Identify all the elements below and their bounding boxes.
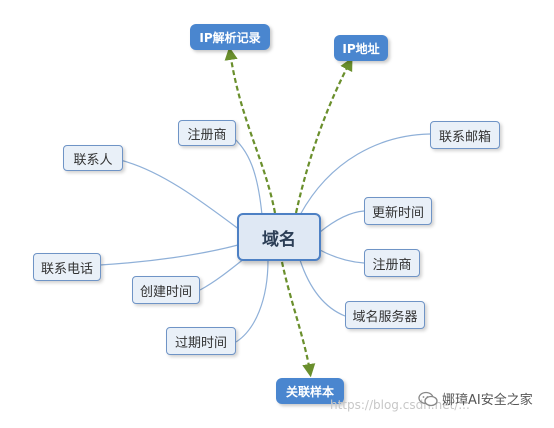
node-expire-time[interactable]: 过期时间: [166, 327, 236, 355]
edge-created-time: [199, 257, 246, 291]
watermark-brand-text: 娜璋AI安全之家: [442, 393, 533, 408]
node-label: 联系电话: [40, 261, 93, 277]
node-registrar-right[interactable]: 注册商: [364, 249, 420, 277]
node-label: 关联样本: [285, 384, 334, 399]
node-label: 域名: [262, 229, 296, 250]
node-contact-phone[interactable]: 联系电话: [33, 253, 101, 281]
edge-updated-time: [319, 210, 365, 233]
edge-name-server: [299, 259, 346, 317]
edge-registrar-left: [229, 134, 263, 216]
node-contact-person[interactable]: 联系人: [63, 145, 123, 171]
node-label: 域名服务器: [352, 309, 418, 325]
watermark-brand: 娜璋AI安全之家: [418, 389, 533, 408]
edge-contact-email: [299, 133, 431, 216]
node-label: IP地址: [342, 41, 380, 56]
node-related-sample[interactable]: 关联样本: [276, 378, 344, 404]
edge-expire-time: [235, 259, 269, 343]
edge-contact-person: [119, 159, 241, 231]
node-label: 注册商: [187, 127, 227, 143]
node-ip-address[interactable]: IP地址: [334, 35, 388, 61]
node-label: 联系人: [73, 152, 113, 168]
edge-registrar-right: [319, 249, 365, 264]
node-label: 过期时间: [174, 335, 227, 351]
edge-ip-addr: [294, 57, 353, 214]
node-updated-time[interactable]: 更新时间: [364, 197, 432, 225]
node-created-time[interactable]: 创建时间: [132, 276, 200, 304]
node-label: 联系邮箱: [438, 129, 491, 145]
edge-related-sample: [280, 261, 316, 378]
node-domain[interactable]: 域名: [237, 213, 321, 261]
node-label: 创建时间: [139, 284, 192, 300]
node-label: 更新时间: [371, 205, 424, 221]
node-label: 注册商: [372, 257, 412, 273]
edge-contact-phone: [99, 244, 239, 266]
wechat-icon: [418, 391, 438, 407]
edge-ip-record: [224, 46, 277, 214]
node-name-server[interactable]: 域名服务器: [345, 301, 425, 329]
node-registrar-left[interactable]: 注册商: [178, 120, 236, 146]
node-ip-record[interactable]: IP解析记录: [190, 24, 270, 50]
node-contact-email[interactable]: 联系邮箱: [430, 121, 500, 149]
node-label: IP解析记录: [199, 30, 261, 45]
